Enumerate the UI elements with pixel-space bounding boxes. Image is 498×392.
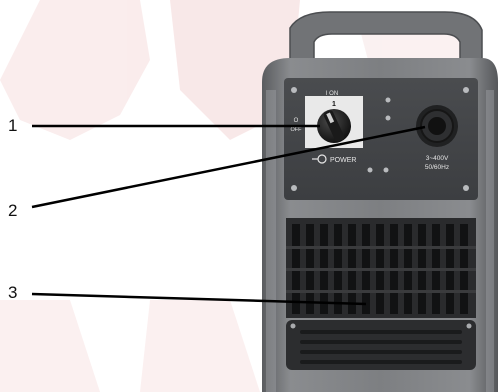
bottom-screw bbox=[291, 324, 296, 329]
callout-2-number: 2 bbox=[8, 201, 17, 220]
voltage-rating: 3~400V bbox=[426, 155, 449, 162]
panel-screw bbox=[291, 87, 297, 93]
callout-3-number: 3 bbox=[8, 283, 17, 302]
switch-position-label: 1 bbox=[332, 101, 336, 108]
power-label: POWER bbox=[330, 157, 356, 164]
cable-gland bbox=[416, 105, 458, 147]
panel-screw bbox=[384, 168, 389, 173]
panel-screw bbox=[463, 87, 469, 93]
welder-unit: I ON 1 O OFF POWER 3~400V 50/60Hz bbox=[262, 12, 498, 392]
panel-screw bbox=[463, 185, 469, 191]
frequency-rating: 50/60Hz bbox=[425, 164, 449, 171]
callout-1-number: 1 bbox=[8, 116, 17, 135]
switch-off-label: OFF bbox=[291, 127, 303, 133]
panel-screw bbox=[368, 168, 373, 173]
panel-screw bbox=[291, 185, 297, 191]
panel-screw bbox=[386, 98, 391, 103]
power-switch-knob[interactable] bbox=[317, 109, 351, 143]
panel-screw bbox=[386, 116, 391, 121]
switch-on-label: I ON bbox=[326, 91, 338, 97]
bottom-screw bbox=[467, 324, 472, 329]
switch-off-symbol: O bbox=[294, 118, 299, 124]
